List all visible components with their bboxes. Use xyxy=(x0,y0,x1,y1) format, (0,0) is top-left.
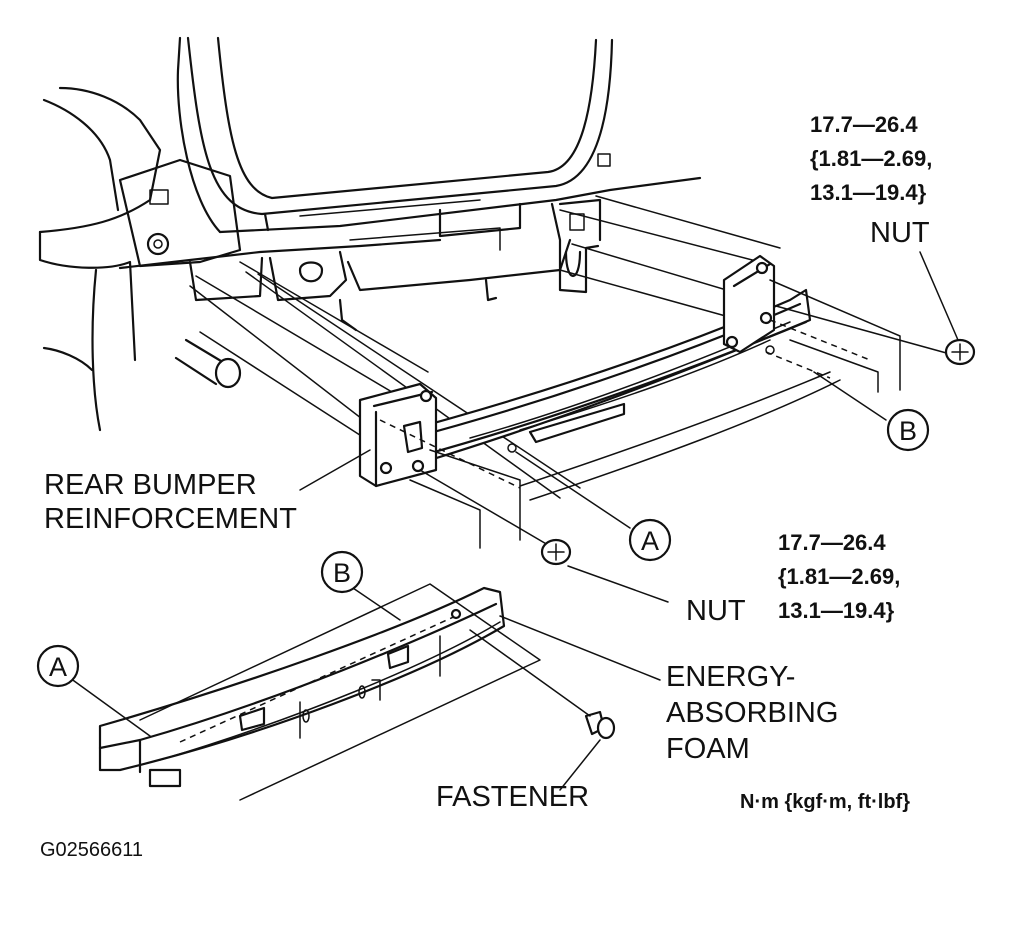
energy-absorbing-foam xyxy=(98,583,541,801)
torque-bottom-line3: 13.1—19.4} xyxy=(778,598,895,623)
nut-bottom-part xyxy=(540,538,572,566)
torque-top-line2: {1.81—2.69, xyxy=(810,146,932,171)
nut-bottom-label: NUT xyxy=(686,595,746,627)
nut-top-part xyxy=(944,338,976,366)
leader-lines xyxy=(69,251,959,791)
energy-label-line2: ABSORBING xyxy=(666,697,838,729)
svg-text:B: B xyxy=(333,558,351,588)
svg-text:B: B xyxy=(899,416,917,446)
energy-label-line1: ENERGY- xyxy=(666,661,795,693)
callout-a-upper: A xyxy=(628,518,672,562)
units-note: N·m {kgf·m, ft·lbf} xyxy=(740,791,910,813)
vehicle-rear-body xyxy=(38,36,702,432)
figure-code: G02566611 xyxy=(40,839,143,861)
torque-top-line3: 13.1—19.4} xyxy=(810,180,927,205)
torque-bottom-line1: 17.7—26.4 xyxy=(778,530,886,555)
torque-bottom-line2: {1.81—2.69, xyxy=(778,564,900,589)
fastener-label: FASTENER xyxy=(436,781,589,813)
fastener-part xyxy=(584,710,616,740)
callout-a-lower: A xyxy=(36,644,80,688)
energy-label-line3: FOAM xyxy=(666,733,750,765)
rear-bumper-label-line2: REINFORCEMENT xyxy=(44,503,297,535)
torque-top-line1: 17.7—26.4 xyxy=(810,112,918,137)
nut-top-label: NUT xyxy=(870,217,930,249)
rear-bumper-label-line1: REAR BUMPER xyxy=(44,469,257,501)
rear-bumper-reinforcement xyxy=(358,254,951,553)
callout-b-lower: B xyxy=(320,550,364,594)
svg-text:A: A xyxy=(641,526,659,556)
callout-b-upper: B xyxy=(886,408,930,452)
svg-text:A: A xyxy=(49,652,67,682)
